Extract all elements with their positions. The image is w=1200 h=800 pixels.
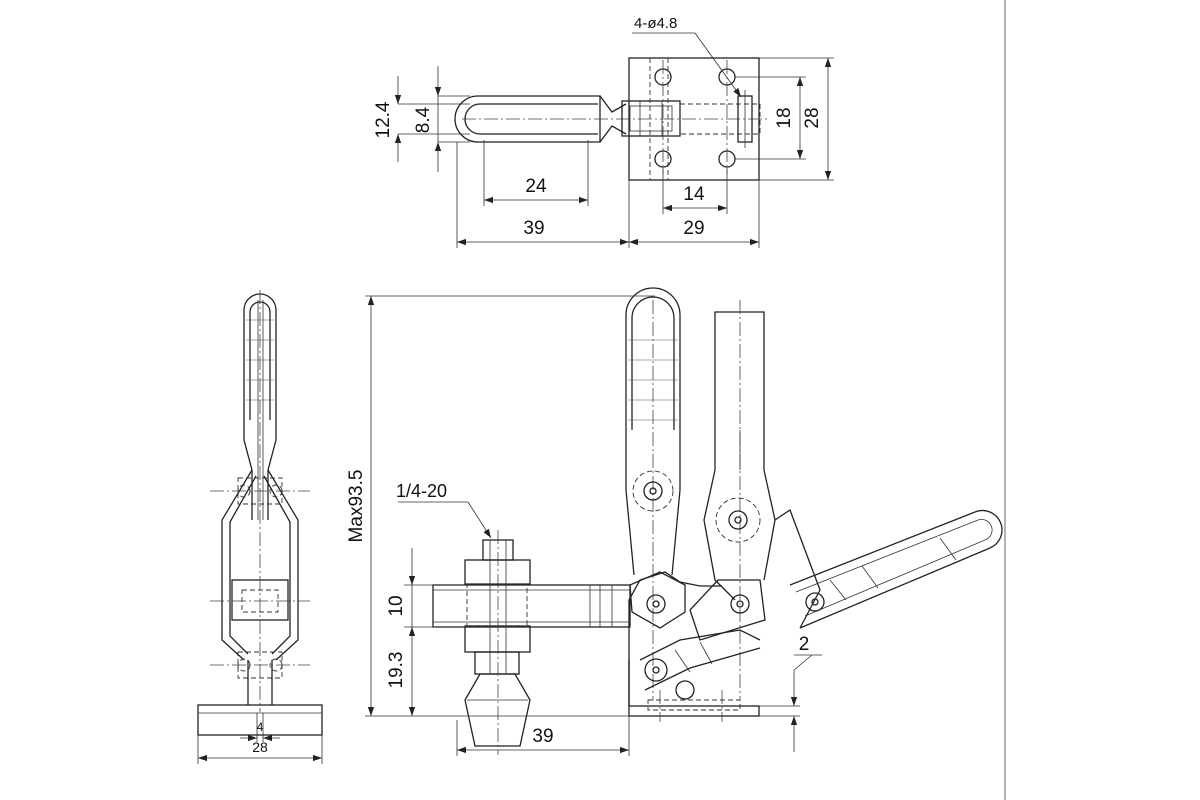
dim-24-label: 24 <box>525 176 547 197</box>
thread-callout-label: 1/4-20 <box>396 481 447 501</box>
hole-callout-label: 4-ø4.8 <box>634 15 677 32</box>
dim-10-label: 10 <box>386 595 407 616</box>
dim-8-4-label: 8.4 <box>413 106 434 133</box>
dim-max-height-label: Max93.5 <box>346 470 367 543</box>
dim-14-label: 14 <box>683 184 705 205</box>
dim-29-label: 29 <box>683 218 704 239</box>
dim-28-side-label: 28 <box>252 739 268 755</box>
dim-2-label: 2 <box>799 634 810 655</box>
dim-39-front-label: 39 <box>532 726 553 747</box>
dim-39-top-label: 39 <box>523 218 544 239</box>
dim-18-label: 18 <box>774 107 795 128</box>
dim-28-top-label: 28 <box>802 107 823 128</box>
side-view: 4 28 <box>197 290 323 764</box>
top-view: 4-ø4.8 12.4 8.4 24 39 29 14 <box>373 15 834 248</box>
dim-4-label: 4 <box>257 720 264 734</box>
dim-12-4-label: 12.4 <box>373 101 394 138</box>
dim-19-3-label: 19.3 <box>386 652 407 689</box>
front-view: 1/4-20 Max93.5 10 19.3 39 2 <box>346 287 1003 756</box>
